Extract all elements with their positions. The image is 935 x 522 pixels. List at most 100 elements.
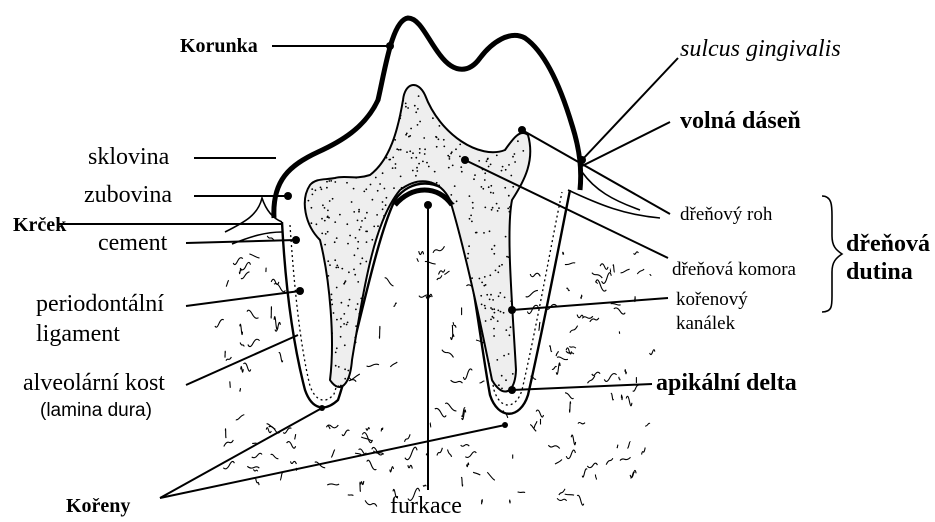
stipple-dot: [360, 298, 362, 300]
stipple-dot: [424, 153, 426, 155]
stipple-dot: [481, 304, 483, 306]
stipple-dot: [452, 165, 454, 167]
stipple-dot: [364, 217, 366, 219]
stipple-dot: [386, 197, 388, 199]
stipple-dot: [329, 200, 331, 202]
bone-squiggle: [423, 485, 426, 486]
stipple-dot: [496, 203, 498, 205]
stipple-dot: [382, 208, 384, 210]
stipple-dot: [500, 311, 502, 313]
bone-squiggle: [482, 499, 483, 504]
stipple-dot: [382, 201, 384, 203]
label-krcek: Krček: [13, 215, 66, 235]
bone-squiggle: [548, 445, 559, 448]
stipple-dot: [347, 322, 349, 324]
stipple-dot: [349, 299, 351, 301]
bone-squiggle: [570, 326, 578, 333]
stipple-dot: [347, 370, 349, 372]
stipple-dot: [346, 182, 348, 184]
bone-squiggle: [645, 423, 650, 426]
bone-squiggle: [417, 259, 419, 261]
stipple-dot: [488, 363, 490, 365]
stipple-dot: [510, 175, 512, 177]
stipple-dot: [512, 373, 514, 375]
stipple-dot: [422, 161, 424, 163]
bone-squiggle: [439, 270, 445, 275]
stipple-dot: [505, 379, 507, 381]
bone-squiggle: [394, 303, 397, 306]
stipple-dot: [409, 150, 411, 152]
stipple-dot: [405, 134, 407, 136]
stipple-dot: [488, 186, 490, 188]
stipple-dot: [351, 201, 353, 203]
stipple-dot: [493, 308, 495, 310]
label-korenovy-1: kořenový: [676, 290, 748, 309]
bone-squiggle: [367, 364, 379, 366]
stipple-dot: [315, 189, 317, 191]
stipple-dot: [359, 229, 361, 231]
bone-squiggle: [405, 447, 417, 459]
bone-squiggle: [361, 437, 372, 441]
bone-squiggle: [291, 461, 297, 464]
bone-squiggle: [433, 246, 445, 253]
stipple-dot: [329, 264, 331, 266]
stipple-dot: [355, 177, 357, 179]
bone-squiggle: [619, 377, 620, 381]
bone-squiggle: [348, 495, 354, 496]
stipple-dot: [377, 225, 379, 227]
stipple-dot: [488, 166, 490, 168]
stipple-dot: [348, 271, 350, 273]
stipple-dot: [508, 195, 510, 197]
stipple-dot: [399, 117, 401, 119]
bone-squiggle: [266, 428, 271, 433]
label-drenova-dutina-1: dřeňová: [846, 232, 930, 256]
stipple-dot: [334, 181, 336, 183]
bone-squiggle: [530, 273, 540, 276]
bone-squiggle: [611, 304, 621, 305]
stipple-dot: [489, 230, 491, 232]
stipple-dot: [415, 157, 417, 159]
bone-squiggle: [240, 389, 241, 392]
stipple-dot: [494, 245, 496, 247]
stipple-dot: [484, 179, 486, 181]
stipple-dot: [382, 172, 384, 174]
stipple-dot: [501, 264, 503, 266]
stipple-dot: [333, 312, 335, 314]
bone-squiggle: [611, 393, 613, 400]
bone-squiggle: [592, 273, 602, 278]
stipple-dot: [312, 194, 314, 196]
stipple-dot: [509, 334, 511, 336]
label-korunka: Korunka: [180, 36, 258, 56]
bone-squiggle: [274, 284, 285, 292]
stipple-dot: [400, 115, 402, 117]
bone-squiggle: [592, 372, 600, 375]
stipple-dot: [472, 207, 474, 209]
stipple-dot: [417, 124, 419, 126]
stipple-dot: [339, 214, 341, 216]
stipple-dot: [436, 137, 438, 139]
stipple-dot: [417, 108, 419, 110]
stipple-dot: [505, 169, 507, 171]
stipple-dot: [494, 312, 496, 314]
label-zubovina: zubovina: [84, 183, 172, 207]
stipple-dot: [436, 182, 438, 184]
bone-squiggle: [582, 316, 593, 318]
bone-squiggle: [617, 445, 618, 448]
stipple-dot: [311, 188, 313, 190]
stipple-dot: [405, 106, 407, 108]
stipple-dot: [373, 226, 375, 228]
bone-squiggle: [633, 385, 639, 391]
stipple-dot: [491, 209, 493, 211]
bone-squiggle: [463, 369, 472, 379]
stipple-dot: [379, 183, 381, 185]
bone-squiggle: [240, 324, 243, 334]
label-alveolarni-kost: alveolární kost: [23, 371, 165, 395]
bone-squiggle: [569, 346, 576, 348]
stipple-dot: [484, 307, 486, 309]
bone-squiggle: [590, 318, 599, 322]
stipple-dot: [331, 332, 333, 334]
stipple-dot: [407, 107, 409, 109]
stipple-dot: [327, 216, 329, 218]
stipple-dot: [338, 366, 340, 368]
bone-squiggle: [451, 335, 454, 340]
